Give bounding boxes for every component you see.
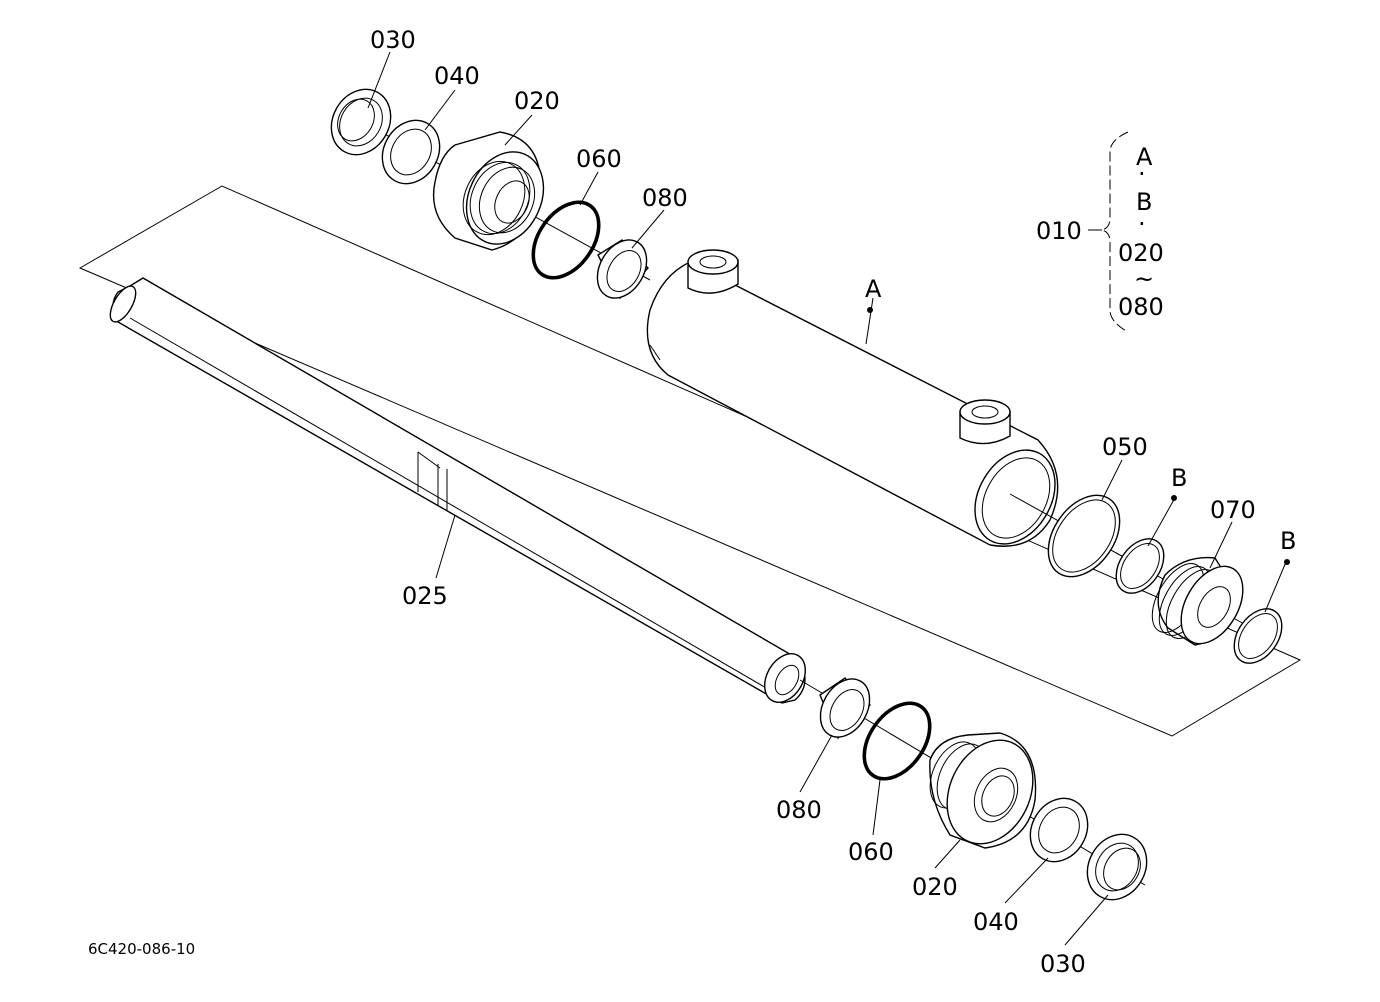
- label-060-bottom: 060: [848, 838, 894, 866]
- leader-040-top: [424, 89, 456, 131]
- leader-080-top: [631, 209, 665, 249]
- snap-ring-B-left: [1115, 538, 1165, 594]
- wiper-seal-030-bottom: [1086, 833, 1148, 901]
- assembly-plane-outline: [78, 185, 1302, 737]
- leader-060-bottom: [872, 779, 881, 836]
- assembly-item-B: B: [1136, 188, 1152, 216]
- leader-025: [435, 514, 456, 579]
- label-A: A: [865, 275, 882, 303]
- leader-dot-B-left: [1171, 495, 1177, 501]
- assembly-item-A: A: [1136, 143, 1153, 171]
- label-B-right: B: [1280, 527, 1296, 555]
- leader-B-left: [1147, 495, 1177, 547]
- cylinder-head-020-top: [432, 131, 545, 251]
- bushing-080-top: [596, 239, 649, 300]
- leader-050: [1101, 459, 1123, 501]
- label-020-bottom: 020: [912, 873, 958, 901]
- leader-A: [865, 297, 874, 345]
- label-050: 050: [1102, 433, 1148, 461]
- leader-020-bottom: [934, 839, 961, 869]
- drawing-number: 6C420-086-10: [88, 940, 195, 958]
- leader-020-top: [504, 114, 533, 146]
- label-070: 070: [1210, 496, 1256, 524]
- assembly-bracket: [1101, 131, 1129, 333]
- leader-030-top: [367, 51, 391, 109]
- label-020-top: 020: [514, 87, 560, 115]
- label-030-top: 030: [370, 26, 416, 54]
- label-025: 025: [402, 582, 448, 610]
- bushing-080-bottom: [819, 677, 871, 740]
- leader-dot-A: [867, 307, 873, 313]
- leader-080-bottom: [799, 734, 833, 793]
- label-040-bottom: 040: [973, 908, 1019, 936]
- piston-rod-025: [109, 277, 806, 704]
- assembly-item-020: 020: [1118, 239, 1164, 267]
- label-080-top: 080: [642, 184, 688, 212]
- assembly-item-080: 080: [1118, 293, 1164, 321]
- label-060-top: 060: [576, 145, 622, 173]
- seal-050: [1047, 494, 1121, 578]
- o-ring-060-bottom: [862, 701, 932, 781]
- leader-dot-B-right: [1284, 559, 1290, 565]
- leader-060-top: [579, 171, 599, 206]
- assembly-item-dot-1: ·: [1138, 160, 1146, 188]
- leader-030-bottom: [1064, 894, 1109, 946]
- label-080-bottom: 080: [776, 796, 822, 824]
- leader-070: [1209, 521, 1233, 569]
- leader-B-right: [1264, 561, 1287, 613]
- seal-040-top: [381, 119, 441, 185]
- label-040-top: 040: [434, 62, 480, 90]
- cylinder-head-020-bottom: [929, 732, 1037, 849]
- assembly-item-dot-2: ·: [1138, 210, 1146, 238]
- leader-040-bottom: [1004, 857, 1049, 904]
- cylinder-tube-A: [646, 249, 1059, 547]
- label-030-bottom: 030: [1040, 950, 1086, 978]
- assembly-item-tilde: ~: [1134, 265, 1154, 293]
- o-ring-060-top: [531, 200, 601, 280]
- snap-ring-B-right: [1233, 608, 1283, 664]
- label-B-left: B: [1171, 464, 1187, 492]
- wiper-seal-030-top: [330, 88, 392, 156]
- seal-040-bottom: [1029, 797, 1089, 863]
- piston-070: [1151, 556, 1244, 646]
- label-assembly-010: 010: [1036, 217, 1082, 245]
